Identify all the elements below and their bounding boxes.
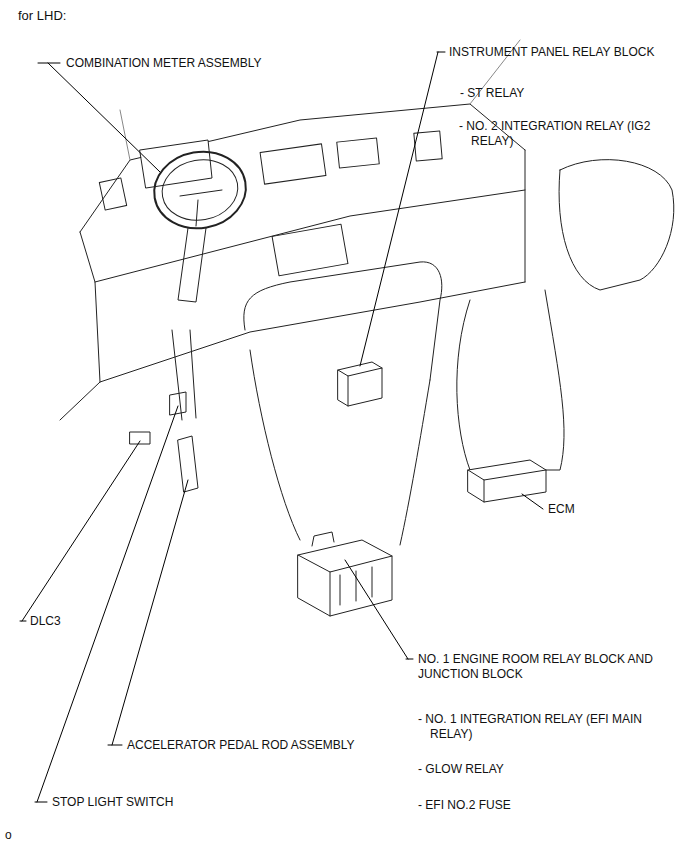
accelerator-pedal xyxy=(178,436,198,492)
part-label: o xyxy=(5,828,12,843)
ecm-unit xyxy=(468,460,546,502)
ip-relay-block-edge xyxy=(338,368,382,406)
part-label: - GLOW RELAY xyxy=(418,762,504,777)
part-label: - NO. 2 INTEGRATION RELAY (IG2 RELAY) xyxy=(459,119,686,149)
part-label: NO. 1 ENGINE ROOM RELAY BLOCK AND JUNCTI… xyxy=(418,652,683,682)
leader-line xyxy=(345,560,413,659)
dlc3-connector xyxy=(130,432,150,444)
relay-block-edge xyxy=(298,532,392,616)
leader-line xyxy=(38,63,160,172)
leader-line xyxy=(20,441,140,621)
steering-wheel-inner xyxy=(157,154,242,226)
steering-wheel xyxy=(148,145,252,236)
leader-line xyxy=(360,52,445,366)
side-vent xyxy=(99,178,126,210)
dash-right-end xyxy=(525,150,526,282)
stop-light-switch xyxy=(170,392,186,415)
part-label: ACCELERATOR PEDAL ROD ASSEMBLY xyxy=(127,738,355,753)
dash-left-end xyxy=(80,232,100,382)
center-display xyxy=(260,144,326,184)
dash-top xyxy=(80,104,525,232)
dash-lower xyxy=(60,282,525,420)
part-label: DLC3 xyxy=(30,614,61,629)
steering-spokes xyxy=(180,190,222,226)
page-title: for LHD: xyxy=(18,8,66,24)
leader-lines xyxy=(20,52,543,802)
passenger-headrest xyxy=(559,160,674,290)
relay-block-ribs xyxy=(340,567,372,605)
center-vent xyxy=(337,138,379,168)
dash-face xyxy=(95,190,525,282)
brake-pedal-arm xyxy=(172,330,196,420)
part-label: COMBINATION METER ASSEMBLY xyxy=(66,56,262,71)
console-panel xyxy=(272,224,348,276)
ip-relay-block xyxy=(338,362,382,406)
part-label: ECM xyxy=(548,502,575,517)
part-label: - NO. 1 INTEGRATION RELAY (EFI MAIN RELA… xyxy=(418,712,670,742)
seat-cushion xyxy=(244,262,442,380)
part-label: STOP LIGHT SWITCH xyxy=(52,795,173,810)
part-label: INSTRUMENT PANEL RELAY BLOCK xyxy=(449,45,654,60)
part-label: - EFI NO.2 FUSE xyxy=(418,798,511,813)
seat-frame xyxy=(250,350,430,545)
steering-column xyxy=(178,228,206,302)
right-vent xyxy=(414,131,442,161)
engine-room-relay-block xyxy=(298,540,392,616)
leader-line xyxy=(108,480,188,745)
ecm-edge xyxy=(468,470,546,502)
part-label: - ST RELAY xyxy=(460,86,524,101)
leader-line xyxy=(522,494,543,509)
combination-meter xyxy=(140,140,212,188)
passenger-seat xyxy=(457,290,564,470)
